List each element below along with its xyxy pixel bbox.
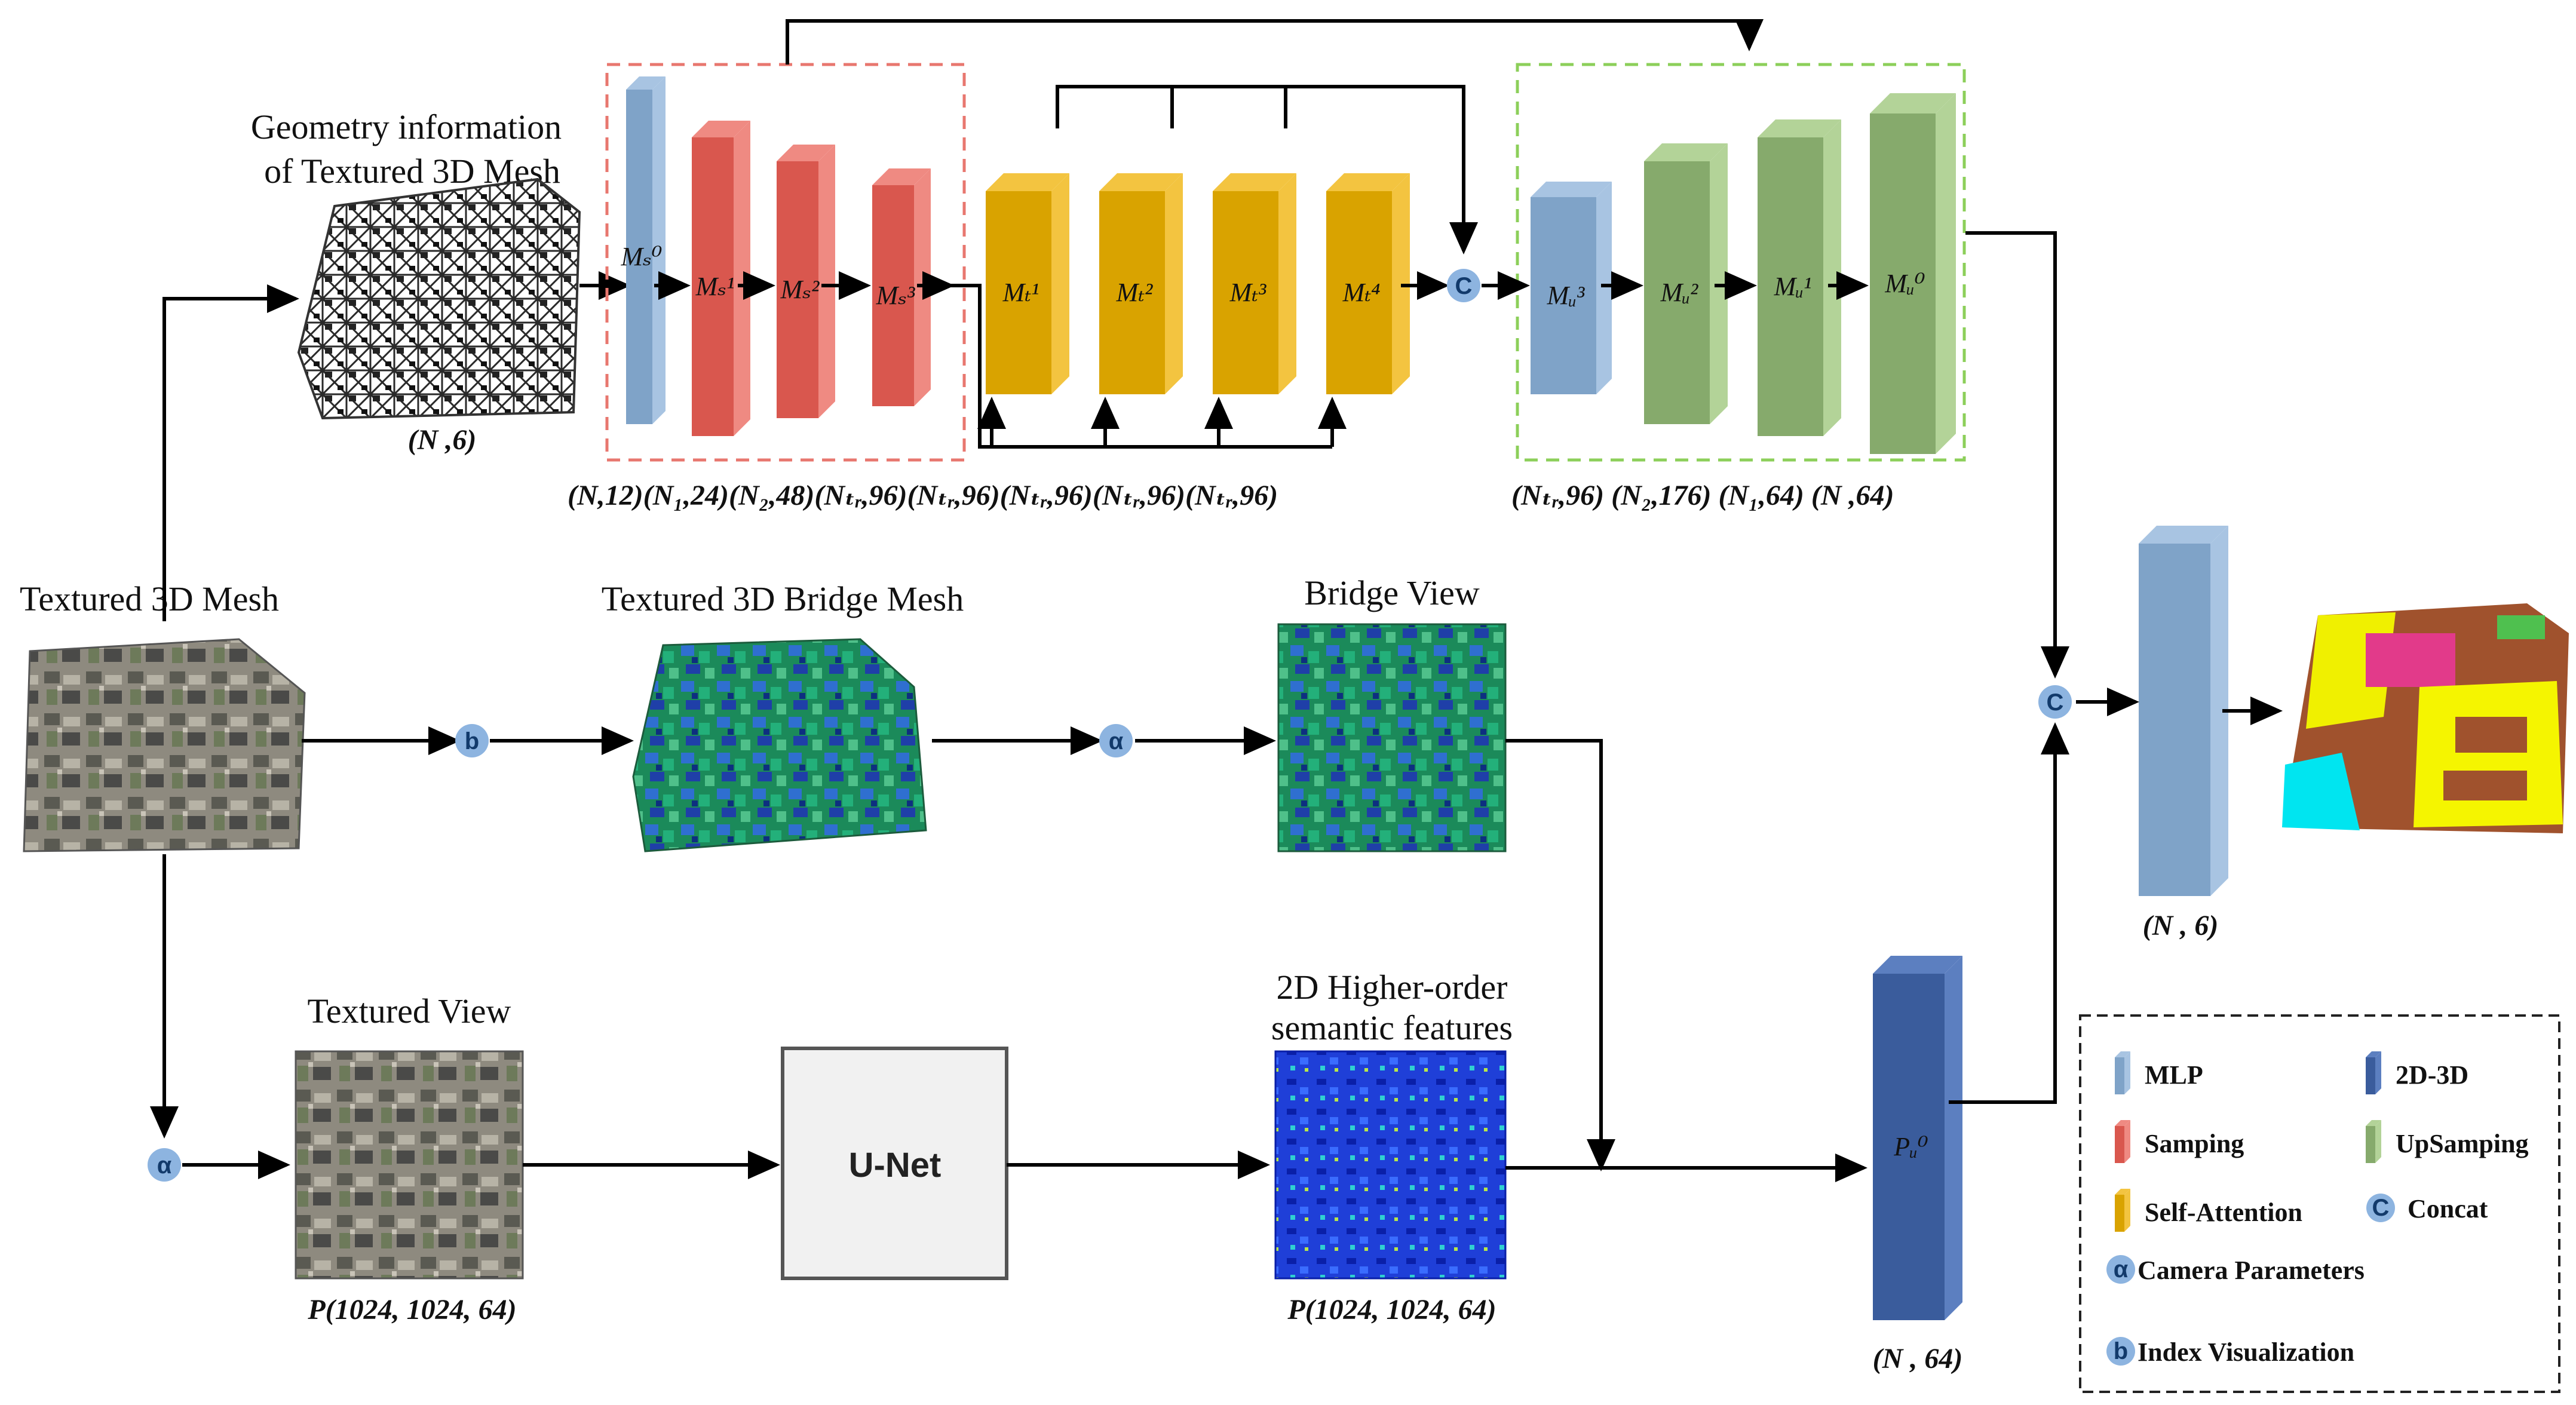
legend-upsampling: UpSamping bbox=[2366, 1120, 2529, 1163]
svg-text:α: α bbox=[157, 1152, 172, 1179]
block-mt3: Mₜ³ bbox=[1213, 173, 1296, 394]
block-ms1: Mₛ¹ bbox=[692, 121, 750, 436]
block-ms3: Mₛ³ bbox=[872, 168, 931, 406]
legend-2d3d: 2D-3D bbox=[2366, 1051, 2468, 1094]
block-mt2: Mₜ² bbox=[1099, 173, 1183, 394]
block-pu0: Pᵤ⁰ bbox=[1873, 956, 1962, 1320]
legend-box bbox=[2079, 1014, 2560, 1393]
svg-text:b: b bbox=[2114, 1338, 2128, 1364]
concat-circle-top: C bbox=[1447, 269, 1480, 302]
attention-concat-line bbox=[1056, 85, 1478, 254]
textured-view-image bbox=[295, 1050, 524, 1280]
block-mu2: Mᵤ² bbox=[1644, 143, 1728, 424]
legend-camera-parameters-label: Camera Parameters bbox=[2138, 1256, 2365, 1285]
textured-view-shape: P(1024, 1024, 64) bbox=[307, 1294, 516, 1326]
block-ms2-label: Mₛ² bbox=[780, 275, 820, 304]
bridge-mesh-image bbox=[632, 638, 927, 852]
block-ms0-label: Mₛ⁰ bbox=[620, 242, 662, 271]
geometry-point-cloud-image bbox=[297, 177, 581, 420]
network-blocks: Mₛ⁰ Mₛ¹ Mₛ² Mₛ³ Mₜ¹ Mₜ² Mₜ³ Mₜ⁴ Mᵤ³ Mᵤ² Mᵤ¹ Mᵤ⁰ Pᵤ⁰ bbox=[620, 76, 2228, 1320]
legend-sampling-label: Samping bbox=[2145, 1129, 2244, 1158]
decoder-dims-label: (Nₜᵣ,96) (N₂,176) (N₁,64) (N ,64) bbox=[1511, 480, 1894, 511]
block-ms0: Mₛ⁰ bbox=[620, 76, 666, 424]
svg-text:C: C bbox=[2047, 689, 2064, 716]
svg-text:α: α bbox=[2114, 1256, 2129, 1283]
textured-view-title: Textured View bbox=[308, 992, 511, 1030]
2d3d-to-final-concat bbox=[1949, 722, 2069, 1104]
block-mt4-label: Mₜ⁴ bbox=[1342, 278, 1381, 307]
attention-feedback-bus bbox=[950, 284, 1332, 449]
block-mt3-label: Mₜ³ bbox=[1229, 278, 1267, 307]
semantic-features-title-1: 2D Higher-order bbox=[1277, 968, 1508, 1007]
legend-camera-parameters: α Camera Parameters bbox=[2106, 1255, 2365, 1285]
block-mu3-label: Mᵤ³ bbox=[1547, 281, 1586, 310]
legend-sampling: Samping bbox=[2115, 1120, 2244, 1163]
semantic-shape-label: P(1024, 1024, 64) bbox=[1287, 1294, 1496, 1326]
legend-self-attention: Self-Attention bbox=[2115, 1189, 2302, 1232]
unet-label: U-Net bbox=[849, 1146, 942, 1185]
camera-circle-mid: α bbox=[1099, 724, 1133, 757]
final-shape-label: (N , 6) bbox=[2143, 910, 2219, 941]
block-mu1: Mᵤ¹ bbox=[1758, 119, 1841, 436]
svg-text:C: C bbox=[2372, 1195, 2390, 1221]
proj-shape-label: (N , 64) bbox=[1873, 1343, 1963, 1375]
svg-text:b: b bbox=[465, 728, 479, 754]
block-mt2-label: Mₜ² bbox=[1116, 278, 1154, 307]
legend-mlp-label: MLP bbox=[2145, 1060, 2203, 1090]
block-mu2-label: Mᵤ² bbox=[1660, 278, 1699, 307]
block-ms3-label: Mₛ³ bbox=[876, 281, 915, 310]
legend-index-visualization: b Index Visualization bbox=[2106, 1337, 2354, 1367]
block-ms2: Mₛ² bbox=[777, 145, 835, 418]
textured-mesh-image bbox=[23, 638, 306, 852]
unet-box bbox=[781, 1047, 1008, 1280]
bridge-mesh-title: Textured 3D Bridge Mesh bbox=[602, 579, 964, 618]
concat-circle-final: C bbox=[2038, 685, 2072, 719]
svg-text:α: α bbox=[1109, 728, 1124, 754]
semantic-features-title-2: semantic features bbox=[1271, 1008, 1513, 1047]
arrow-mesh-to-geometry bbox=[162, 284, 299, 621]
svg-text:C: C bbox=[1455, 273, 1473, 299]
index-visualization-circle: b bbox=[455, 724, 489, 757]
block-mu1-label: Mᵤ¹ bbox=[1774, 272, 1812, 301]
textured-mesh-title: Textured 3D Mesh bbox=[20, 579, 279, 618]
block-mu0: Mᵤ⁰ bbox=[1870, 93, 1956, 454]
legend-index-visualization-label: Index Visualization bbox=[2138, 1337, 2354, 1367]
bridge-view-title: Bridge View bbox=[1304, 573, 1480, 612]
block-pu0-label: Pᵤ⁰ bbox=[1893, 1132, 1928, 1161]
legend-concat-label: Concat bbox=[2408, 1194, 2488, 1223]
block-mt1: Mₜ¹ bbox=[986, 173, 1069, 394]
bridge-view-image bbox=[1277, 623, 1507, 852]
encoder-dims-label: (N,12)(N₁,24)(N₂,48)(Nₜᵣ,96)(Nₜᵣ,96)(Nₜᵣ… bbox=[568, 480, 1278, 511]
decoder-to-final-concat bbox=[1965, 231, 2069, 679]
block-mu3: Mᵤ³ bbox=[1531, 182, 1612, 394]
semantic-features-image bbox=[1274, 1050, 1507, 1280]
arrow-bridge-view-down bbox=[1505, 739, 1615, 1171]
block-mt4: Mₜ⁴ bbox=[1326, 173, 1410, 394]
upsampling-group-box bbox=[1516, 63, 1966, 462]
skip-connection-top bbox=[786, 19, 1764, 65]
legend-mlp: MLP bbox=[2115, 1051, 2203, 1094]
legend-upsampling-label: UpSamping bbox=[2396, 1129, 2529, 1158]
segmentation-output-image bbox=[2282, 603, 2569, 833]
legend-self-attention-label: Self-Attention bbox=[2145, 1198, 2302, 1227]
legend-2d3d-label: 2D-3D bbox=[2396, 1060, 2468, 1090]
block-ms1-label: Mₛ¹ bbox=[695, 272, 735, 301]
geometry-title-line1: Geometry information bbox=[251, 108, 562, 146]
operator-circles: Cb α α C bbox=[148, 269, 2072, 1182]
geometry-shape-label: (N ,6) bbox=[408, 424, 477, 456]
block-mt1-label: Mₜ¹ bbox=[1002, 278, 1039, 307]
block-final-mlp bbox=[2139, 526, 2228, 896]
camera-circle-bottom: α bbox=[148, 1148, 181, 1182]
legend-concat: C Concat bbox=[2366, 1194, 2488, 1223]
block-mu0-label: Mᵤ⁰ bbox=[1884, 269, 1925, 298]
